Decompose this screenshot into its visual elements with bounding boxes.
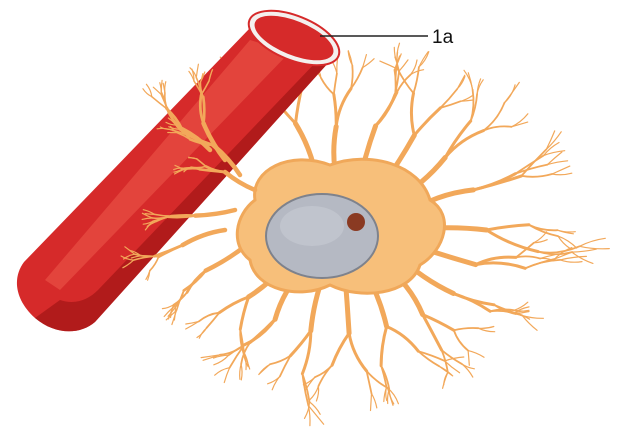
process-branch — [558, 230, 576, 232]
process-branch — [516, 256, 540, 258]
process-branch — [268, 376, 280, 383]
process-branch — [334, 74, 337, 95]
process-branch — [558, 236, 570, 248]
process-branch — [505, 82, 520, 102]
process-branch — [454, 330, 468, 350]
process-branch — [153, 87, 161, 94]
process-branch — [414, 108, 440, 135]
process-branch — [398, 69, 414, 93]
process-branch — [183, 230, 225, 245]
process-branch — [580, 238, 606, 246]
process-branch — [250, 319, 275, 342]
process-branch — [371, 394, 372, 411]
process-branch — [372, 394, 377, 408]
process-branch — [399, 60, 408, 71]
process-branch — [411, 93, 414, 135]
process-branch — [381, 327, 387, 366]
process-branch — [487, 230, 539, 252]
process-branch — [321, 78, 334, 94]
process-branch — [240, 364, 241, 379]
nucleolus — [347, 213, 365, 231]
process-branch — [380, 61, 398, 69]
process-branch — [522, 149, 547, 176]
process-branch — [173, 292, 187, 307]
process-branch — [419, 52, 428, 67]
process-branch — [414, 67, 419, 93]
vessel-label: 1a — [432, 27, 454, 48]
process-branch — [336, 89, 351, 127]
process-branch — [473, 176, 521, 190]
process-branch — [468, 351, 469, 366]
process-branch — [395, 70, 396, 95]
process-branch — [478, 327, 494, 329]
process-branch — [203, 97, 204, 123]
process-branch — [476, 263, 526, 268]
process-branch — [468, 351, 484, 358]
process-branch — [387, 327, 419, 352]
process-branch — [332, 333, 349, 365]
process-branch — [418, 351, 439, 366]
process-branch — [196, 64, 198, 77]
process-branch — [376, 94, 396, 126]
process-branch — [195, 210, 235, 216]
process-branch — [224, 368, 229, 383]
process-branch — [512, 122, 528, 127]
process-branch — [515, 156, 543, 174]
process-branch — [487, 225, 529, 230]
process-branch — [462, 364, 473, 377]
process-branch — [529, 225, 558, 230]
process-branch — [454, 328, 478, 330]
process-branch — [552, 166, 570, 174]
process-branch — [445, 131, 483, 158]
process-branch — [241, 364, 242, 380]
process-branch — [572, 249, 596, 252]
process-branch — [240, 297, 248, 329]
process-branch — [169, 216, 196, 218]
process-branch — [560, 260, 582, 262]
process-branch — [161, 85, 162, 94]
process-branch — [525, 259, 555, 268]
process-branch — [272, 376, 280, 389]
process-branch — [522, 174, 553, 177]
process-branch — [349, 333, 367, 371]
process-branch — [552, 173, 572, 175]
process-branch — [206, 250, 240, 271]
process-branch — [580, 246, 610, 249]
nucleus-shine — [280, 206, 344, 246]
process-branch — [468, 73, 472, 90]
process-branch — [540, 255, 554, 259]
process-branch — [418, 351, 444, 361]
process-branch — [334, 94, 336, 126]
